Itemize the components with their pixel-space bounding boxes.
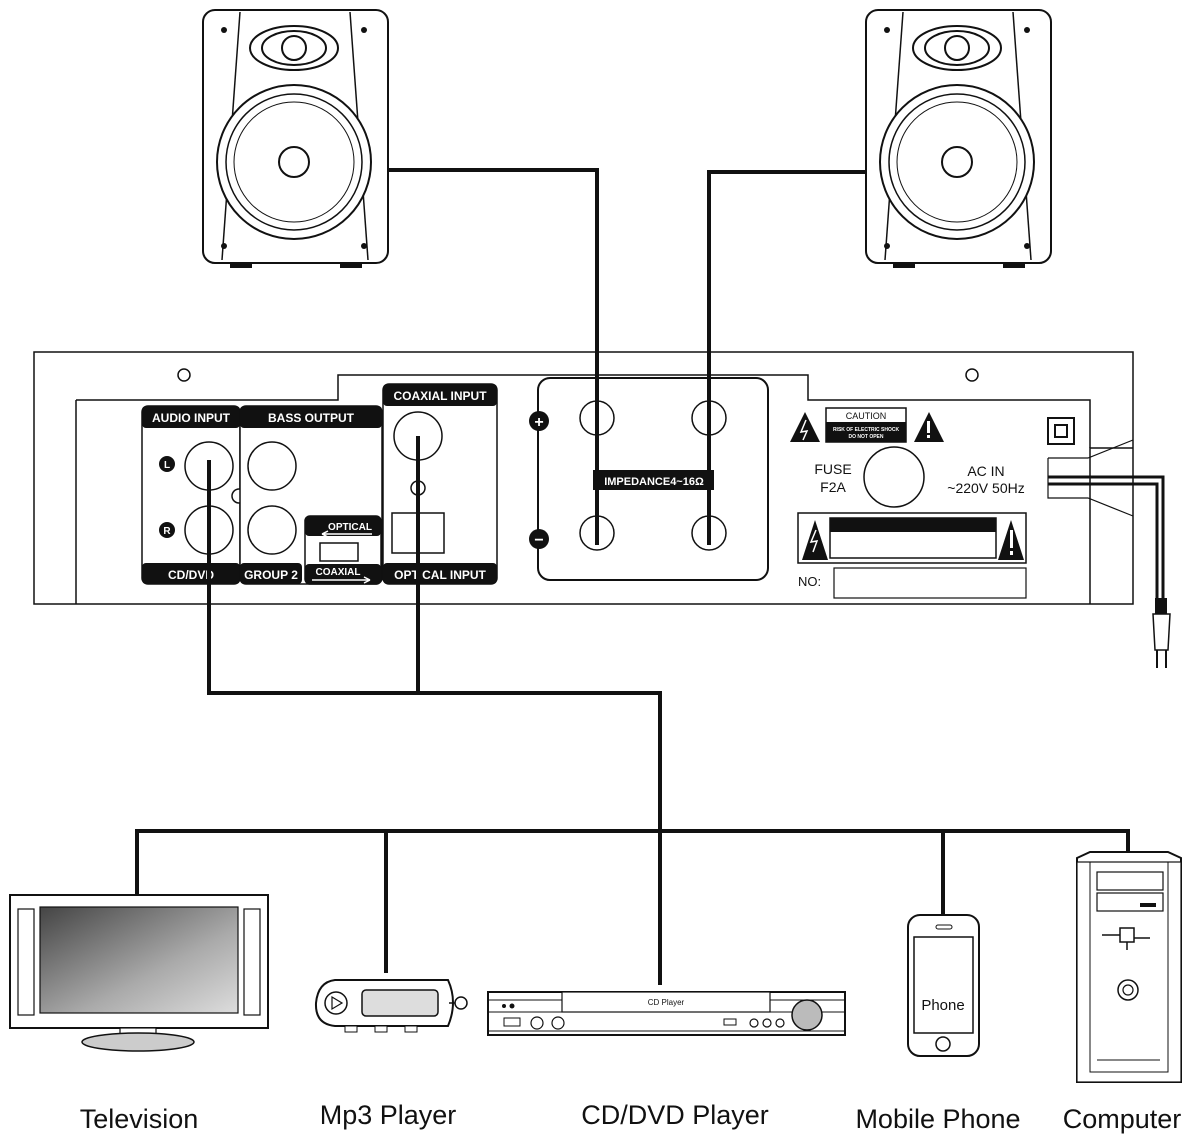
speaker-terminals: IMPEDANCE4~16Ω + − [529,377,769,581]
plus-marker: + [534,414,543,431]
cd-player-display: CD Player [648,998,685,1007]
mp3-player [314,979,468,1033]
impedance-label: IMPEDANCE4~16Ω [604,476,704,488]
television [9,894,269,1052]
bass-output-section: BASS OUTPUT GROUP 2 OPTICAL COAXIAL [239,405,383,585]
power-section: CAUTION RISK OF ELECTRIC SHOCK DO NOT OP… [790,407,1027,599]
audio-input-label: AUDIO INPUT [152,411,231,425]
analog-input-cable [207,460,662,985]
bass-output-jack-top[interactable] [247,441,297,491]
ac-voltage-label: ~220V 50Hz [947,480,1024,496]
cd-dvd-player-label: CD/DVD Player [581,1100,769,1130]
cables [135,168,1130,985]
digital-input-section: COAXIAL INPUT OPT CAL INPUT [382,383,498,585]
right-channel-marker: R [163,526,171,537]
minus-marker: − [534,532,543,549]
serial-number-label: NO: [798,574,821,589]
bass-output-jack-bottom[interactable] [247,505,297,555]
right-speaker-cable [707,170,866,545]
phone-home-button [935,1036,951,1052]
left-speaker-cable [387,168,599,545]
optical-input-label: OPT CAL INPUT [394,568,486,582]
warning-lightning-icon [790,412,820,442]
mobile-phone: Phone [907,914,980,1057]
left-channel-marker: L [164,460,170,471]
source-bus-cable [135,829,1130,895]
caution-title: CAUTION [846,411,887,421]
computer-tower [1076,851,1182,1083]
caution-line-2: DO NOT OPEN [848,434,883,440]
bass-output-label: BASS OUTPUT [268,411,355,425]
volume-knob [791,999,823,1031]
right-speaker [865,9,1052,268]
power-cord [1048,475,1171,668]
ac-in-label: AC IN [967,463,1004,479]
coaxial-input-label: COAXIAL INPUT [393,389,487,403]
group2-label: GROUP 2 [244,568,298,582]
fuse-rating: F2A [820,479,846,495]
television-label: Television [80,1104,199,1134]
optical-coaxial-switch[interactable]: OPTICAL COAXIAL [304,515,382,585]
audio-input-section: AUDIO INPUT CD/DVD L R [141,405,247,585]
cd-dvd-input-label: CD/DVD [168,568,214,582]
tv-screen [39,906,239,1014]
left-speaker [202,9,389,268]
fuse-holder[interactable] [863,446,925,508]
fuse-label: FUSE [814,461,851,477]
computer-label: Computer [1063,1104,1182,1134]
mobile-phone-label: Mobile Phone [855,1104,1020,1134]
serial-number-field [833,567,1027,599]
cd-dvd-player: CD Player [487,991,846,1036]
optical-switch-label: OPTICAL [328,522,372,533]
caution-line-1: RISK OF ELECTRIC SHOCK [833,427,900,433]
coaxial-switch-label: COAXIAL [316,567,361,578]
phone-screen-text: Phone [921,997,964,1014]
mp3-player-label: Mp3 Player [320,1100,457,1130]
